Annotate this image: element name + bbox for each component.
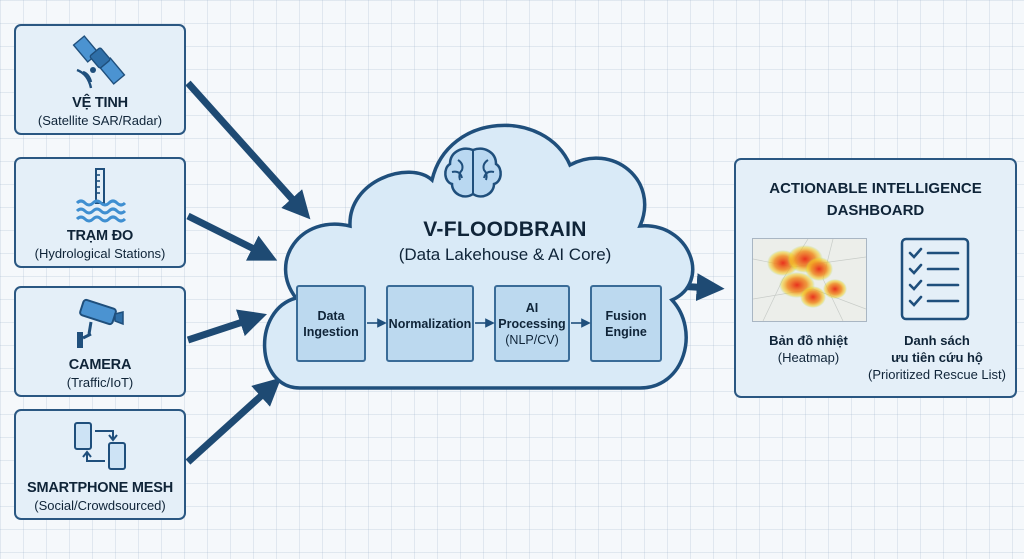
step-label: Data [317, 308, 345, 323]
core-subtitle: (Data Lakehouse & AI Core) [398, 245, 612, 264]
source-camera: CAMERA (Traffic/IoT) [14, 286, 186, 397]
core-title: V-FLOODBRAIN [423, 218, 587, 241]
camera-icon [77, 298, 124, 348]
source-satellite: VỆ TINH (Satellite SAR/Radar) [14, 24, 186, 135]
source-subtitle: (Social/Crowdsourced) [34, 498, 166, 513]
source-title: VỆ TINH [72, 95, 128, 111]
step-ai-processing: AI Processing (NLP/CV) [494, 285, 570, 362]
satellite-icon [72, 35, 126, 89]
arrow-camera-to-core [186, 309, 267, 344]
source-subtitle: (Hydrological Stations) [34, 246, 166, 261]
heatmap-label: Bản đồ nhiệt [769, 333, 848, 348]
source-subtitle: (Satellite SAR/Radar) [37, 113, 163, 128]
step-label: Processing [498, 316, 566, 331]
arrow-station-to-core [186, 212, 278, 261]
arrow-satellite-to-core [185, 80, 311, 220]
step-label: Normalization [388, 316, 472, 331]
water-gauge-icon [75, 168, 127, 223]
step-label: AI [525, 300, 539, 315]
checklist-icon [900, 237, 970, 321]
dashboard-panel: ACTIONABLE INTELLIGENCE DASHBOARD [734, 158, 1017, 398]
heatmap-caption: Bản đồ nhiệt (Heatmap) [748, 332, 869, 366]
rescue-list-sublabel: (Prioritized Rescue List) [868, 367, 1006, 382]
brain-icon [444, 147, 502, 198]
step-data-ingestion: Data Ingestion [296, 285, 366, 362]
source-title: TRẠM ĐO [66, 228, 134, 244]
step-fusion-engine: Fusion Engine [590, 285, 662, 362]
arrow-smartphone-to-core [185, 377, 282, 465]
step-label: Engine [605, 324, 647, 339]
rescue-list-label: ưu tiên cứu hộ [891, 350, 983, 365]
heatmap-image [752, 238, 867, 322]
rescue-list-caption: Danh sách ưu tiên cứu hộ (Prioritized Re… [858, 332, 1016, 383]
rescue-list-label: Danh sách [904, 333, 970, 348]
dashboard-title: ACTIONABLE INTELLIGENCE DASHBOARD [769, 180, 982, 219]
smartphone-mesh-icon [74, 422, 126, 470]
source-hydro-station: TRẠM ĐO (Hydrological Stations) [14, 157, 186, 268]
step-sublabel: (NLP/CV) [505, 332, 559, 347]
source-title: CAMERA [68, 357, 132, 373]
source-subtitle: (Traffic/IoT) [66, 375, 134, 390]
heatmap-sublabel: (Heatmap) [777, 350, 840, 365]
source-title: SMARTPHONE MESH [26, 480, 174, 496]
step-normalization: Normalization [386, 285, 474, 362]
step-label: Fusion [605, 308, 647, 323]
source-smartphone-mesh: SMARTPHONE MESH (Social/Crowdsourced) [14, 409, 186, 520]
step-label: Ingestion [303, 324, 359, 339]
